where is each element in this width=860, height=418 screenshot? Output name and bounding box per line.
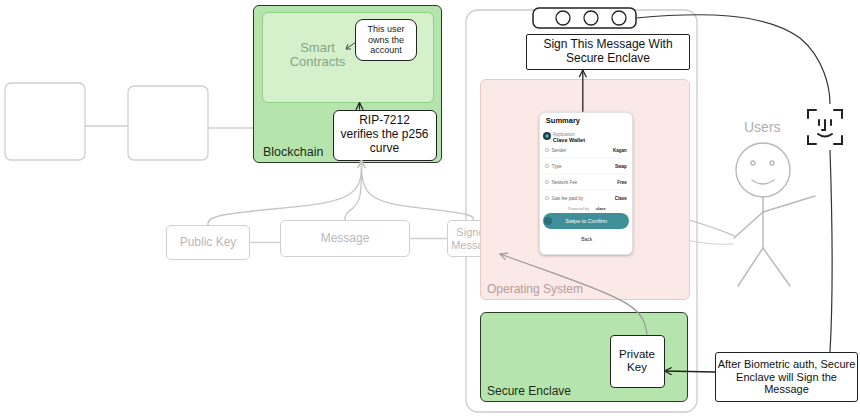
row-icon: [545, 180, 548, 183]
field-name: Network Fee: [552, 180, 578, 185]
node-label: After Biometric auth, Secure Enclave wil…: [717, 358, 857, 396]
face-id-corner: [808, 110, 816, 118]
group-title: Secure Enclave: [487, 385, 571, 399]
node-label: Public Key: [180, 236, 237, 250]
app-icon-dot: [545, 134, 549, 138]
data-box: Message: [280, 220, 410, 257]
user-arm: [734, 212, 763, 238]
field-name: Gas fee paid by: [552, 196, 584, 201]
face-id-corner: [834, 110, 842, 118]
connector: [410, 238, 447, 239]
back-link: Back: [540, 237, 634, 243]
row-icon: [545, 148, 548, 151]
face-id-icon: [808, 110, 842, 144]
field-value: Free: [617, 180, 627, 185]
row-icon: [545, 164, 548, 167]
group-box: Operating System SummaryApplicationClave …: [480, 79, 690, 300]
user-arm: [763, 196, 815, 212]
screen-card: SummaryApplicationClave WalletSender Kaga…: [539, 112, 633, 255]
row-icon: [545, 196, 548, 199]
process-box: Sign This Message With Secure Enclave: [526, 34, 690, 70]
user-body: [762, 197, 763, 248]
row-separator: [543, 174, 629, 175]
camera-dot: [556, 11, 570, 25]
note-bubble: This user owns the account: [355, 19, 417, 61]
connector: [359, 103, 360, 110]
camera-dot: [612, 11, 626, 25]
user-head: [736, 143, 790, 197]
field-name: Sender: [552, 148, 567, 153]
face-id-corner: [808, 136, 816, 144]
key-box: Private Key: [610, 335, 665, 388]
field-value: Clave Wallet: [553, 137, 585, 143]
button: Swipe to Confirm: [543, 213, 629, 229]
face-id-eye: [818, 120, 820, 125]
node-label: Private Key: [611, 348, 663, 374]
user-eye: [751, 161, 755, 165]
camera-dot: [584, 11, 598, 25]
wire: [208, 127, 253, 128]
row-separator: [543, 190, 629, 191]
footer-text: Powered by: [568, 207, 589, 212]
field-value: Clave: [615, 196, 627, 201]
connector: [250, 242, 280, 243]
process-box: RIP-7212 verifies the p256 curve: [333, 110, 437, 161]
connector: [362, 161, 474, 221]
user-leg: [763, 248, 790, 286]
sensor-wire: [830, 150, 832, 352]
user-leg: [738, 248, 763, 286]
row-separator: [543, 158, 629, 159]
phone-outline: [466, 10, 697, 412]
figure-label: Users: [744, 119, 781, 135]
user-eye: [770, 161, 774, 165]
leader-arrowhead: [346, 44, 351, 49]
connector: [582, 70, 583, 112]
empty-box: [5, 83, 85, 160]
empty-box: [128, 86, 208, 160]
user-figure: [734, 143, 815, 286]
connector: [665, 371, 716, 372]
group-box: Secure Enclave Private Key: [480, 312, 688, 402]
app-icon: [543, 132, 551, 140]
leader-line: [346, 42, 356, 49]
field-value: Kagan: [613, 148, 627, 153]
wire: [85, 125, 128, 126]
face-id-mouth: [818, 134, 832, 137]
node-label: Swipe to Confirm: [565, 218, 607, 224]
screen-heading: Summary: [546, 117, 580, 126]
field-name: Application: [553, 132, 575, 137]
face-id-eye: [830, 120, 832, 125]
brand-name: clave: [596, 207, 606, 212]
field-value: Swap: [615, 164, 627, 169]
connector: [345, 161, 362, 221]
group-title: Operating System: [487, 283, 583, 297]
phone-notch: [533, 8, 636, 28]
node-label: This user owns the account: [357, 24, 415, 55]
connector: [208, 161, 362, 226]
face-id-nose: [822, 120, 825, 130]
group-title: Smart Contracts: [278, 41, 358, 71]
node-label: Message: [321, 232, 370, 246]
node-label: RIP-7212 verifies the p256 curve: [339, 114, 431, 155]
node-label: Sign This Message With Secure Enclave: [538, 38, 678, 66]
connector: [500, 254, 647, 335]
group-box: Smart ContractsThis user owns the accoun…: [262, 12, 434, 103]
field-name: Type: [552, 164, 562, 169]
swipe-knob: [544, 217, 552, 225]
user-mouth: [752, 180, 774, 184]
group-box: Blockchain Smart ContractsThis user owns …: [253, 5, 442, 163]
callout-box: After Biometric auth, Secure Enclave wil…: [715, 352, 858, 402]
face-id-corner: [834, 136, 842, 144]
data-box: Public Key: [166, 225, 250, 260]
group-title: Blockchain: [263, 145, 323, 159]
